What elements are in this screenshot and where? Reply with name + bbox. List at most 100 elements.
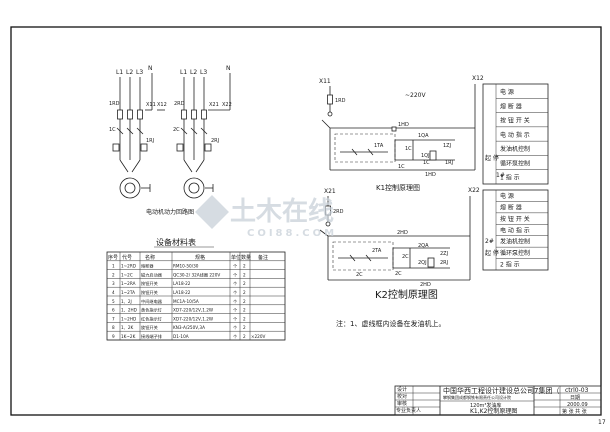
terminal-label: X22 — [222, 102, 232, 108]
legend-row: 电 动 指 示 — [500, 226, 530, 234]
table-cell: XD7-220/12V,1.2W — [173, 308, 213, 313]
table-cell: 旋钮开关 — [141, 324, 158, 331]
table-cell: 磁力启动器 — [141, 271, 163, 278]
table-cell: 2 — [243, 272, 246, 277]
materials-table-title: 设备材料表 — [156, 237, 196, 247]
table-header: 序号 — [108, 254, 118, 261]
tb-label-check: 校对 — [397, 393, 407, 400]
terminal-label: X12 — [157, 102, 167, 108]
table-cell: 1、2J — [121, 299, 132, 304]
table-header: 数量 — [241, 254, 251, 261]
table-cell: 1 — [112, 264, 115, 269]
k1-control-circuit: X11 X12 ~220V 1RD 1HD 1QA 1TA 1C 1ZJ 1QJ… — [319, 75, 484, 192]
tb-date: 2000.09 — [567, 402, 588, 408]
table-cell: MC1A-10/5A — [173, 299, 199, 304]
fuse-label: 1RD — [109, 101, 120, 107]
tb-drawing-title: K1,K2控制原理图 — [470, 407, 517, 415]
table-cell: 1、2HD — [121, 308, 137, 313]
table-cell: 个 — [233, 308, 238, 313]
phase-label: L3 — [200, 69, 207, 76]
k1-qj: 1QJ — [421, 153, 430, 159]
k2-fuse: 2RD — [333, 209, 344, 215]
tb-drawing-no: ctrl0-03 — [565, 387, 589, 394]
motor-power-circuit: L1 L2 L3 N 1RD X11 X12 1C 1RJ L1 L2 L3 N — [109, 65, 232, 216]
table-cell: 1~2C — [121, 272, 133, 277]
legend-row: 电 源 — [500, 88, 514, 96]
table-cell: KN3-A/250V,3A — [173, 325, 205, 330]
table-cell: 2 — [243, 316, 246, 321]
k2-rj: 2RJ — [440, 260, 448, 266]
k1-hd-top: 1HD — [398, 122, 409, 128]
table-cell: 2 — [243, 334, 246, 339]
table-cell: 个 — [233, 299, 238, 304]
table-cell: 1K~2K — [121, 334, 136, 339]
k1-voltage: ~220V — [405, 92, 426, 99]
k2-ta: 2TA — [372, 248, 382, 254]
legend-1-mark: 1# — [496, 172, 505, 179]
page-number: 17 — [598, 419, 606, 426]
k1-dashed-box — [334, 133, 396, 163]
legend-2-side: 起 停 — [485, 249, 499, 257]
watermark: 土木在线 COI88.COM — [195, 195, 334, 239]
table-cell: 5 — [112, 299, 115, 304]
legend-row: 发油机控制 — [500, 145, 530, 153]
k1-hd-bottom: 1HD — [425, 172, 436, 178]
legend-row: 发油机控制 — [500, 238, 530, 246]
legend-row: 循环泵控制 — [500, 159, 530, 167]
table-cell: 个 — [233, 290, 238, 295]
table-cell: 2 — [112, 272, 115, 277]
k2-hd-top: 2HD — [397, 230, 408, 236]
table-cell: 个 — [233, 281, 238, 286]
legend-2-mark: 2# — [485, 238, 494, 245]
k1-terminal-left: X11 — [319, 78, 331, 85]
neutral-label: N — [226, 65, 231, 72]
table-cell: 按钮开关 — [141, 280, 158, 287]
table-cell: 9 — [112, 334, 115, 339]
k1-c-coil: 1C — [423, 160, 430, 166]
k1-c-label: 1C — [405, 146, 412, 152]
table-cell: 接线端子排 — [141, 333, 163, 340]
k1-c-contact: 1C — [398, 164, 405, 170]
table-cell: 1、2K — [121, 325, 134, 330]
k2-control-circuit: X21 X22 2RD 2HD 2QA 2TA 2C 2ZJ 2QJ 2C 2R… — [319, 187, 480, 301]
table-cell: QC30-2/ 32A线圈 220V — [173, 271, 220, 278]
tb-company-sub: 攀钢集团成都钢铁有限责任公司设计院 — [443, 394, 511, 400]
table-header: 备注 — [258, 254, 268, 261]
table-cell: 2 — [243, 299, 246, 304]
k2-c-coil: 2C — [395, 271, 402, 277]
table-cell: 4 — [112, 290, 115, 295]
table-cell: 6 — [112, 308, 115, 313]
table-cell: RM10-50/30 — [173, 264, 199, 269]
relay-label: 1RJ — [146, 138, 154, 144]
phase-label: L3 — [136, 69, 143, 76]
tb-label-review: 审核 — [397, 400, 407, 407]
relay-label: 2RJ — [211, 138, 219, 144]
table-cell: 7 — [112, 316, 115, 321]
k2-dashed-box — [332, 241, 394, 271]
table-cell: 2 — [243, 264, 246, 269]
tb-company: 中国华西工程设计建设总公司7集团（ — [443, 386, 559, 395]
table-cell: 个 — [233, 334, 238, 339]
k2-terminal-right: X22 — [468, 187, 480, 194]
table-cell: 个 — [233, 272, 238, 277]
table-cell: 2 — [243, 308, 246, 313]
legend-row: 2 指 示 — [500, 261, 520, 269]
tb-date-label: 日期 — [570, 395, 580, 401]
k1-qa: 1QA — [418, 133, 429, 139]
table-cell: 个 — [233, 316, 238, 321]
note-text: 注：1、虚线框内设备在发油机上。 — [336, 319, 445, 328]
table-cell: 1~2HD — [121, 316, 136, 321]
phase-label: L2 — [126, 69, 133, 76]
legend-row: 循环泵控制 — [500, 249, 530, 257]
phase-label: L2 — [190, 69, 197, 76]
neutral-label: N — [148, 65, 153, 72]
k2-qa: 2QA — [418, 243, 429, 249]
legend-1-side: 起 停 — [485, 154, 499, 162]
table-cell: 红色指示灯 — [141, 315, 163, 322]
motor-1-icon — [119, 177, 141, 199]
table-cell: 2 — [243, 325, 246, 330]
watermark-cn: 土木在线 — [230, 197, 334, 227]
